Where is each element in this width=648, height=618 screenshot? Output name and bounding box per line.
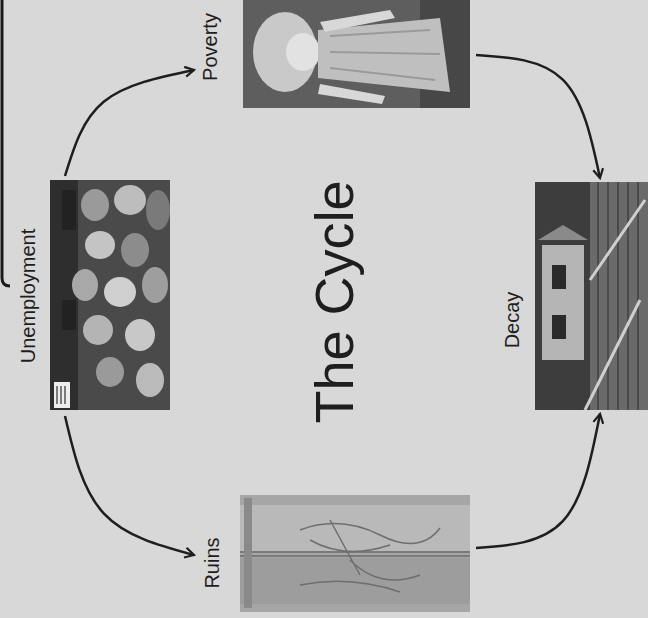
ruins-photo — [244, 498, 252, 608]
node-label: Unemployment — [17, 229, 39, 364]
decay-photo — [535, 182, 648, 410]
girl-photo — [318, 84, 385, 104]
ruins-photo — [240, 495, 470, 612]
crowd-photo — [50, 180, 170, 410]
crowd-photo — [72, 269, 98, 301]
node-label: Ruins — [201, 537, 223, 588]
decay-photo — [598, 182, 638, 410]
ruins-node: Ruins — [198, 494, 472, 612]
crowd-photo — [50, 180, 170, 410]
crowd-photo — [96, 357, 124, 387]
girl-photo — [286, 33, 320, 71]
crowd-photo — [104, 277, 136, 307]
crowd-photo — [85, 231, 115, 259]
crowd-photo — [136, 363, 164, 397]
crowd-photo — [114, 185, 146, 215]
girl-photo — [243, 0, 470, 108]
girl-photo — [320, 10, 395, 32]
decay-photo — [552, 265, 566, 289]
frame-line — [2, 0, 10, 286]
crowd-photo — [83, 315, 113, 345]
poverty-node: Poverty — [198, 0, 472, 108]
decay-photo — [542, 245, 584, 360]
cycle-arrow — [476, 55, 600, 178]
crowd-photo — [146, 190, 170, 230]
decay-photo — [590, 182, 648, 410]
girl-photo — [330, 30, 440, 80]
crowd-photo — [121, 233, 149, 267]
ruins-photo — [240, 495, 470, 612]
cycle-arrow — [65, 416, 194, 555]
girl-photo — [243, 0, 470, 108]
ruins-photo — [300, 520, 440, 592]
diagram-title: The Cycle — [305, 180, 364, 423]
crowd-photo — [62, 190, 76, 230]
decay-photo — [538, 225, 588, 240]
ruins-photo — [240, 552, 470, 556]
decay-photo — [585, 200, 645, 410]
crowd-photo — [62, 300, 76, 330]
decay-photo — [535, 182, 648, 410]
crowd-photo — [57, 386, 65, 404]
node-label: Decay — [501, 292, 523, 349]
crowd-photo — [50, 180, 78, 410]
ruins-photo — [240, 505, 470, 551]
cycle-arrow — [476, 414, 600, 548]
frame-line — [2, 0, 10, 286]
decay-node: Decay — [500, 182, 648, 410]
node-label: Poverty — [199, 13, 221, 81]
crowd-photo — [81, 189, 109, 221]
unemployment-node: Unemployment — [12, 180, 172, 412]
crowd-photo — [54, 382, 70, 408]
crowd-photo — [142, 267, 168, 303]
decay-photo — [552, 315, 566, 339]
crowd-photo — [125, 319, 155, 351]
cycle-arrow — [65, 70, 194, 176]
